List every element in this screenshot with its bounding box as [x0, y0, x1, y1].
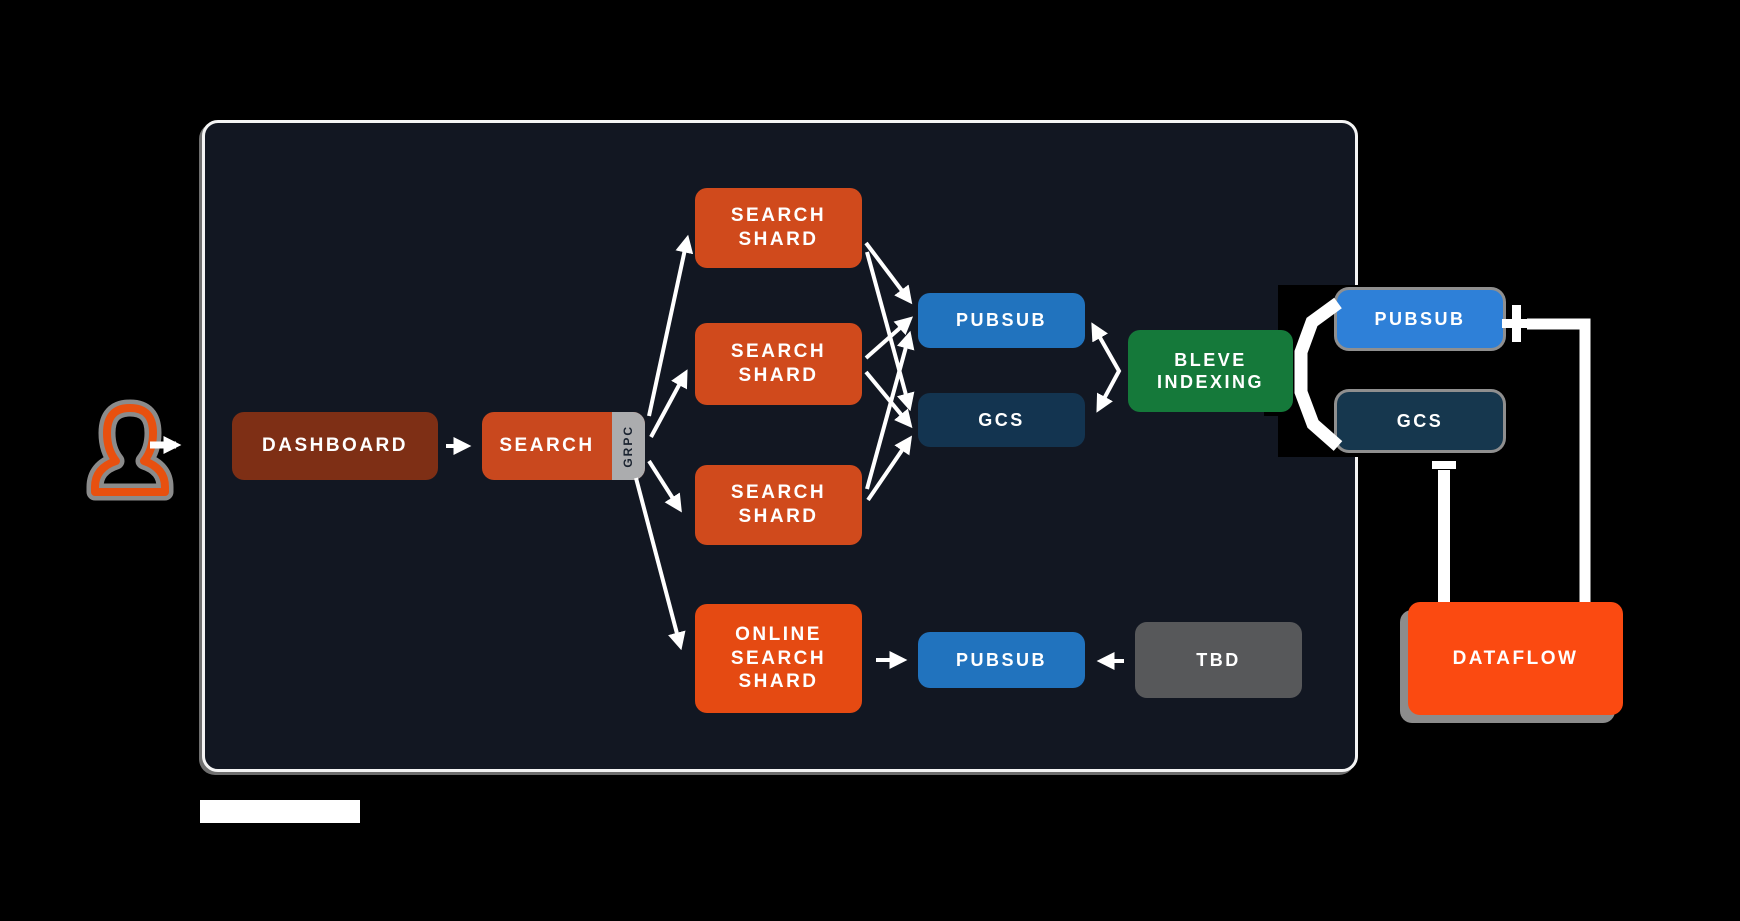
dataflow-label: DATAFLOW: [1452, 647, 1579, 669]
pubsub-online-label: PUBSUB: [955, 649, 1047, 670]
tbd-label: TBD: [1196, 649, 1241, 670]
plus-connector-horizontal: [1502, 319, 1530, 328]
search-node: SEARCH GRPC: [482, 412, 645, 480]
online-search-shard-node: ONLINE SEARCH SHARD: [695, 604, 862, 713]
dashboard-node: DASHBOARD: [232, 412, 438, 480]
bleve-indexing-node: BLEVE INDEXING: [1128, 330, 1293, 412]
pubsub-indexing-node: PUBSUB: [918, 293, 1085, 348]
grpc-port-label: GRPC: [621, 424, 635, 468]
search-shard-3-node: SEARCH SHARD: [695, 465, 862, 545]
redacted-label-bar: [200, 800, 360, 823]
search-shard-1-label: SEARCH SHARD: [730, 205, 827, 250]
search-shard-2-node: SEARCH SHARD: [695, 323, 862, 405]
pubsub-right-label: PUBSUB: [1374, 308, 1466, 329]
search-label: SEARCH: [499, 435, 595, 457]
bleve-indexing-label: BLEVE INDEXING: [1156, 349, 1264, 393]
gcs-indexing-label: GCS: [978, 409, 1025, 430]
pubsub-indexing-label: PUBSUB: [955, 310, 1047, 331]
person-icon: [86, 399, 174, 501]
search-shard-1-node: SEARCH SHARD: [695, 188, 862, 268]
edge-pubsub-dataflow-loop: [1527, 318, 1591, 602]
pubsub-online-node: PUBSUB: [918, 632, 1085, 688]
search-shard-3-label: SEARCH SHARD: [730, 482, 827, 527]
tee-cap: [1432, 461, 1456, 469]
plus-connector-vertical: [1512, 305, 1521, 342]
dataflow-node: DATAFLOW: [1408, 602, 1623, 715]
tbd-node: TBD: [1135, 622, 1302, 698]
gcs-indexing-node: GCS: [918, 393, 1085, 447]
gcs-right-node: GCS: [1337, 392, 1503, 450]
dashboard-label: DASHBOARD: [262, 435, 408, 457]
gcs-right-label: GCS: [1396, 410, 1444, 431]
search-shard-2-label: SEARCH SHARD: [730, 341, 827, 386]
online-search-shard-label: ONLINE SEARCH SHARD: [730, 623, 827, 693]
pubsub-right-node: PUBSUB: [1337, 290, 1503, 348]
grpc-port: GRPC: [612, 412, 645, 480]
